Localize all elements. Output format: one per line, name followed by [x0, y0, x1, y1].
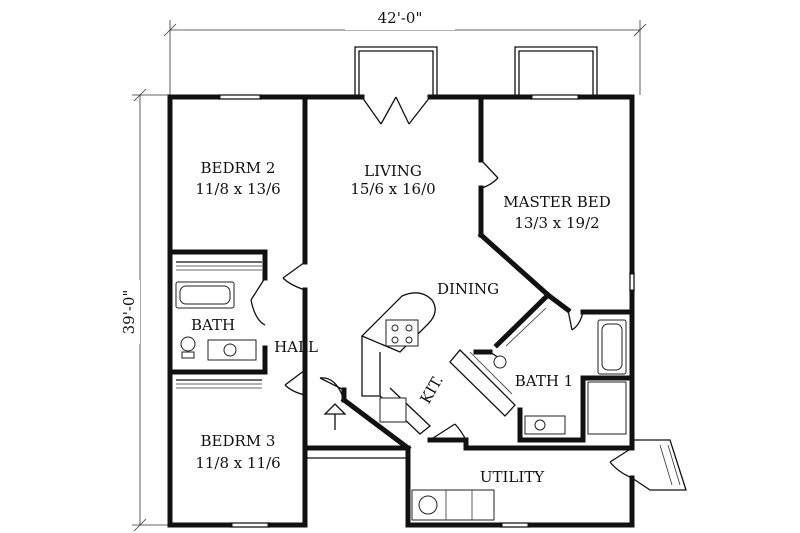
- dining-name: DINING: [437, 280, 499, 298]
- living-name: LIVING: [364, 162, 422, 180]
- closets: [176, 261, 547, 389]
- depth-dimension: 39'-0": [118, 88, 170, 532]
- bath1-name: BATH 1: [515, 372, 573, 390]
- kitchen-name: KIT.: [416, 372, 446, 407]
- master-name: MASTER BED: [503, 193, 610, 211]
- depth-label: 39'-0": [120, 290, 138, 335]
- width-label: 42'-0": [378, 9, 423, 27]
- bedroom2-size: 11/8 x 13/6: [195, 180, 280, 198]
- back-steps: [631, 439, 687, 491]
- utility-fixtures: [411, 489, 495, 521]
- hall-name: HALL: [274, 338, 318, 356]
- entry-arrow-icon: [305, 403, 408, 459]
- bay-windows: [354, 46, 598, 97]
- kitchen-counters: [360, 292, 516, 435]
- bedroom2-name: BEDRM 2: [201, 159, 276, 177]
- interior-walls: [167, 94, 635, 452]
- bedroom3-name: BEDRM 3: [201, 432, 276, 450]
- doors: [250, 159, 633, 479]
- french-door: [361, 96, 431, 125]
- bath-name: BATH: [191, 316, 235, 334]
- master-size: 13/3 x 19/2: [514, 214, 599, 232]
- width-dimension: 42'-0": [163, 8, 647, 95]
- living-size: 15/6 x 16/0: [350, 180, 435, 198]
- utility-name: UTILITY: [480, 468, 545, 486]
- bath-fixtures: [175, 281, 627, 435]
- bedroom3-size: 11/8 x 11/6: [195, 454, 280, 472]
